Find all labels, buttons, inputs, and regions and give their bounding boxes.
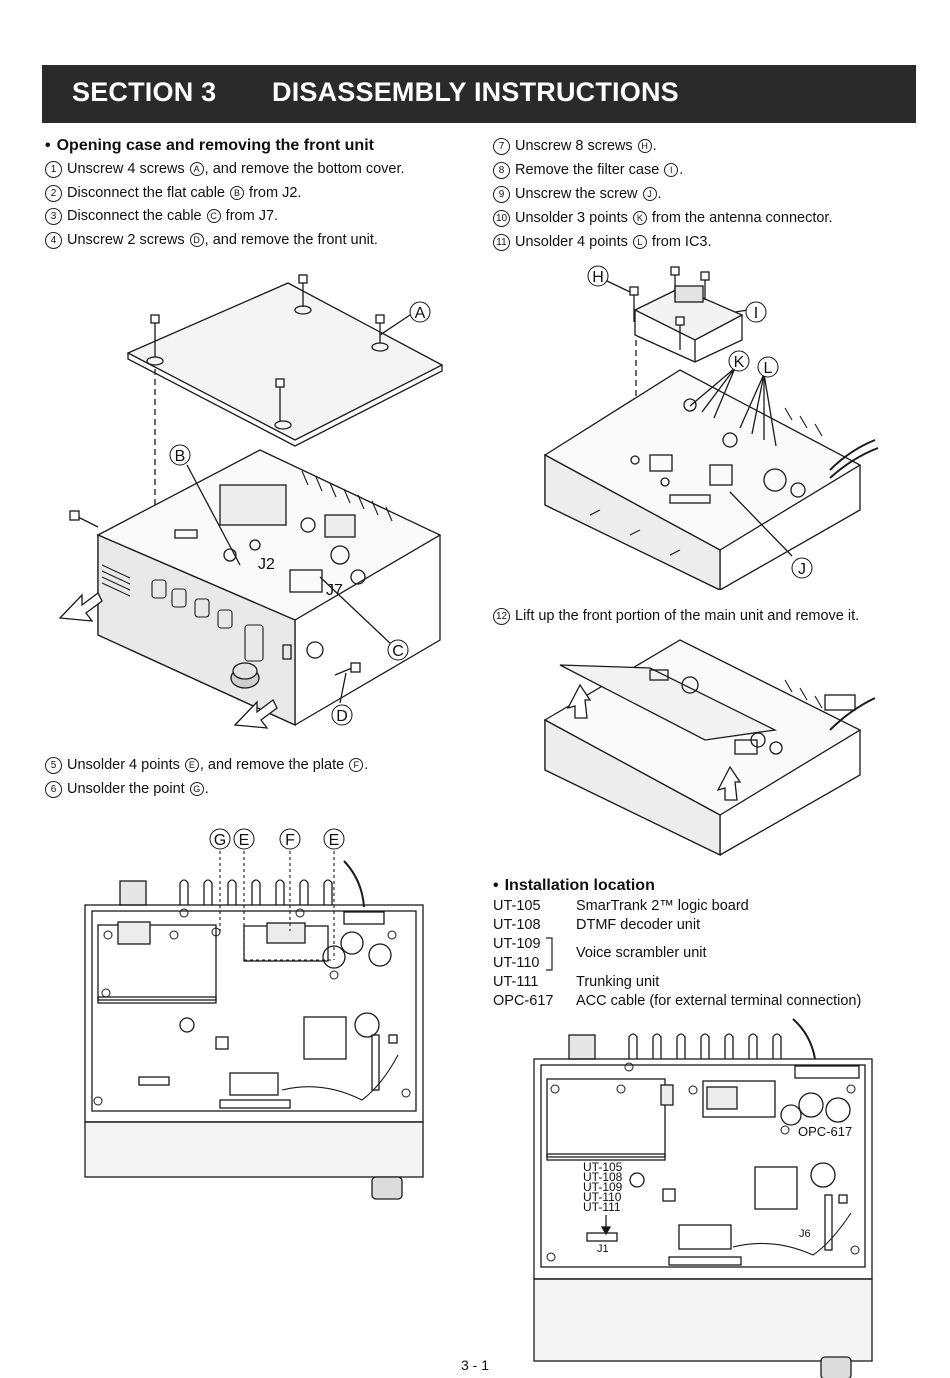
page-number: 3 - 1 — [460, 1357, 489, 1373]
callout-h: H — [592, 269, 604, 286]
callout-l: L — [764, 360, 773, 377]
callout-a: A — [415, 305, 426, 322]
section-title: DISASSEMBLY INSTRUCTIONS — [272, 77, 679, 107]
label-ut111: UT-111 — [583, 1200, 621, 1214]
section-label: SECTION 3 — [72, 77, 217, 107]
callout-g: G — [214, 832, 226, 849]
voice-scrambler-desc: Voice scrambler unit — [576, 945, 707, 961]
front-unit-diagram: A B C D J2 J7 — [58, 274, 444, 729]
section-banner: SECTION 3 DISASSEMBLY INSTRUCTIONS — [42, 65, 916, 123]
plate-removal-diagram: G E F E — [84, 828, 424, 1200]
label-opc617: OPC-617 — [798, 1124, 852, 1139]
callout-k: K — [734, 354, 745, 371]
callout-c: C — [392, 643, 404, 660]
label-j6: J6 — [799, 1228, 811, 1240]
label-ut105: UT-105 — [583, 1160, 623, 1174]
label-j2: J2 — [258, 556, 275, 573]
label-ut108: UT-108 — [583, 1170, 623, 1184]
callout-j: J — [798, 561, 806, 578]
opening-case-heading: •Opening case and removing the front uni… — [45, 137, 374, 154]
installation-heading: •Installation location — [493, 877, 655, 894]
filter-case-diagram: H I K L J — [543, 265, 879, 590]
callout-b: B — [175, 448, 186, 465]
callout-e: E — [239, 832, 250, 849]
bracket-icon — [546, 937, 553, 971]
callout-f: F — [285, 832, 295, 849]
callout-e: E — [329, 832, 340, 849]
label-ut110: UT-110 — [583, 1190, 622, 1204]
callout-d: D — [336, 708, 348, 725]
label-j7: J7 — [326, 582, 343, 599]
label-j1: J1 — [597, 1243, 609, 1255]
installation-location-diagram: OPC-617 UT-105 UT-108 UT-109 UT-110 UT-1… — [533, 1018, 873, 1378]
callout-i: I — [754, 305, 758, 322]
lift-main-unit-diagram — [543, 639, 876, 857]
label-ut109: UT-109 — [583, 1180, 623, 1194]
